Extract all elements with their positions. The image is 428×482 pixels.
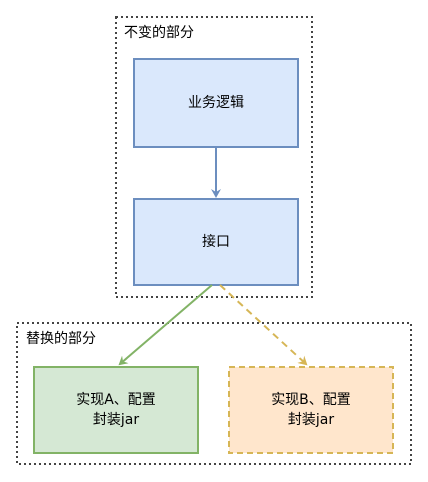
node-implA: 实现A、配置 封装jar: [34, 367, 198, 453]
group-fixed-border: [115, 16, 313, 298]
node-implA-line1: 实现A、配置: [76, 392, 156, 408]
node-business: 业务逻辑: [134, 59, 298, 147]
edge-interface-to-implA: [118, 284, 213, 366]
node-interface: 接口: [134, 199, 298, 285]
group-fixed-label: 不变的部分: [124, 25, 194, 41]
node-implB-line2: 封装jar: [287, 412, 335, 428]
node-business-label: 业务逻辑: [188, 95, 244, 111]
group-replace-label: 替换的部分: [26, 331, 96, 347]
edge-interface-to-implB: [219, 284, 308, 366]
node-implB: 实现B、配置 封装jar: [229, 367, 393, 453]
node-implB-line1: 实现B、配置: [271, 392, 351, 408]
node-implB-box: [228, 366, 394, 454]
node-implA-line2: 封装jar: [92, 412, 140, 428]
node-implA-box: [33, 366, 199, 454]
node-interface-box: [133, 198, 299, 286]
group-replace-border: [16, 322, 412, 465]
node-interface-label: 接口: [202, 234, 230, 250]
